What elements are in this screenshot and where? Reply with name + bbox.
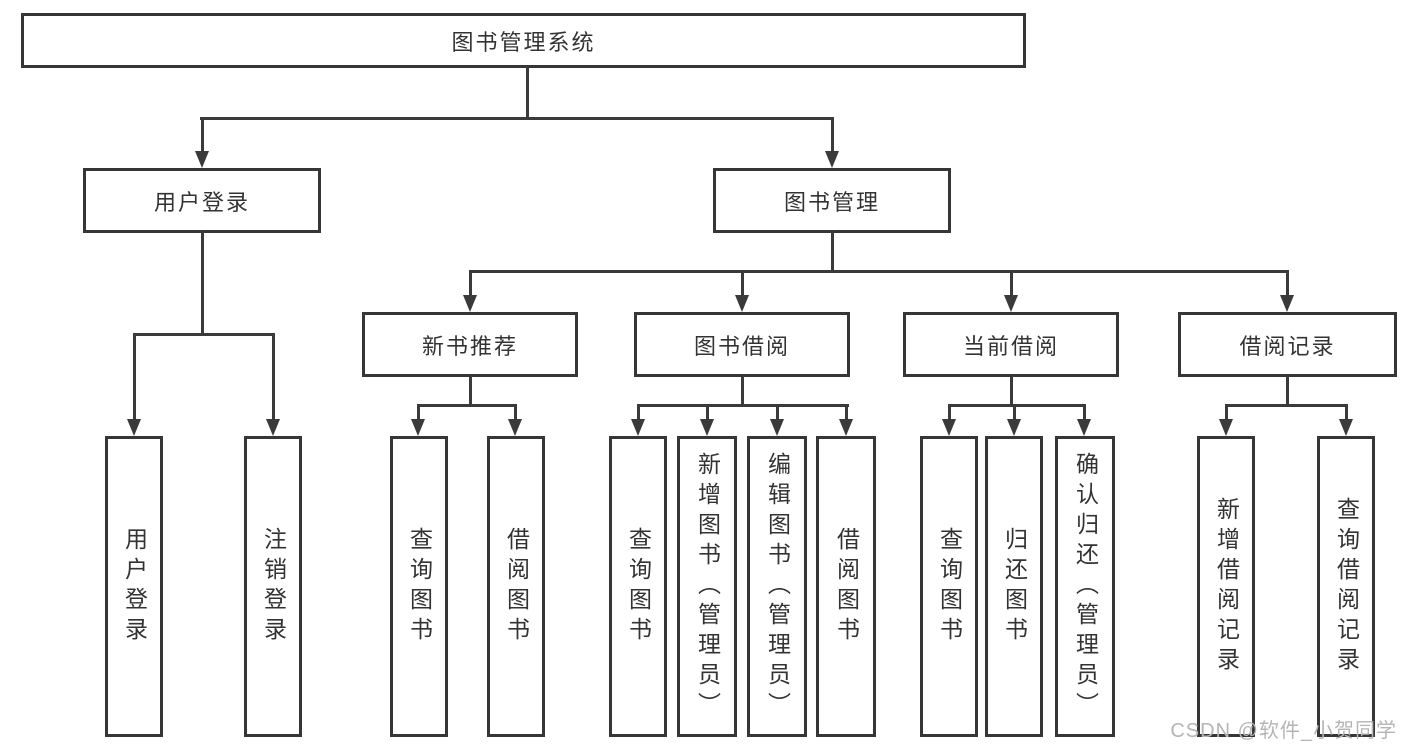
leaf-borrow-edit-books-admin: 编辑图书（管理员） [747, 436, 807, 737]
connector-book-management-stem [831, 230, 834, 273]
leaf-current-confirm-return-admin: 确认归还（管理员） [1055, 436, 1115, 737]
connector-drop-current-return [1013, 404, 1016, 420]
connector-drop-recommend-borrow [514, 404, 517, 420]
node-user-login: 用户登录 [83, 168, 321, 233]
arrowhead-recommend-borrow [508, 419, 522, 436]
connector-records-stem [1286, 375, 1289, 406]
connector-drop-leaf-user-login [133, 333, 136, 420]
node-library-system: 图书管理系统 [21, 13, 1026, 68]
leaf-recommend-borrow-books: 借阅图书 [487, 436, 545, 737]
arrowhead-borrow-records [1280, 295, 1294, 312]
connector-user-login-crossbar [133, 333, 275, 336]
leaf-user-login: 用户登录 [105, 436, 163, 737]
connector-drop-records-add [1225, 404, 1228, 420]
connector-drop-borrow-records [1286, 270, 1289, 296]
connector-borrow-crossbar [637, 404, 849, 407]
node-borrow-records: 借阅记录 [1178, 312, 1397, 377]
arrowhead-book-borrow [735, 295, 749, 312]
arrowhead-new-book-recommend [463, 295, 477, 312]
connector-user-login-stem [201, 230, 204, 335]
csdn-watermark: CSDN @软件_小贺同学 [1170, 720, 1397, 742]
arrowhead-records-query [1339, 419, 1353, 436]
arrowhead-current-borrow [1004, 295, 1018, 312]
node-current-borrow: 当前借阅 [903, 312, 1119, 377]
leaf-borrow-add-books-admin: 新增图书（管理员） [677, 436, 737, 737]
leaf-borrow-borrow-books: 借阅图书 [816, 436, 876, 737]
arrowhead-borrow-add [700, 419, 714, 436]
node-new-book-recommend: 新书推荐 [362, 312, 578, 377]
connector-root-stem [526, 66, 529, 120]
leaf-logout: 注销登录 [244, 436, 302, 737]
arrowhead-current-query [942, 419, 956, 436]
connector-current-crossbar [948, 404, 1086, 407]
arrowhead-recommend-query [411, 419, 425, 436]
connector-drop-borrow-query [637, 404, 640, 420]
connector-borrow-stem [741, 375, 744, 406]
connector-drop-borrow-borrow [845, 404, 848, 420]
connector-drop-book-management [831, 117, 834, 153]
connector-drop-borrow-add [706, 404, 709, 420]
connector-drop-user-login [201, 117, 204, 153]
connector-drop-borrow-edit [776, 404, 779, 420]
arrowhead-current-confirm [1077, 419, 1091, 436]
connector-drop-recommend-query [417, 404, 420, 420]
connector-recommend-stem [469, 375, 472, 406]
connector-drop-records-query [1345, 404, 1348, 420]
leaf-borrow-query-books: 查询图书 [609, 436, 667, 737]
arrowhead-borrow-query [631, 419, 645, 436]
node-book-management: 图书管理 [713, 168, 951, 233]
node-book-borrow: 图书借阅 [634, 312, 850, 377]
arrowhead-book-management [825, 151, 839, 168]
connector-drop-current-query [948, 404, 951, 420]
connector-drop-current-borrow [1010, 270, 1013, 296]
connector-drop-current-confirm [1083, 404, 1086, 420]
connector-drop-new-book-recommend [469, 270, 472, 296]
connector-drop-leaf-logout [272, 333, 275, 420]
connector-drop-book-borrow [741, 270, 744, 296]
arrowhead-borrow-edit [770, 419, 784, 436]
arrowhead-leaf-logout [266, 419, 280, 436]
arrowhead-current-return [1007, 419, 1021, 436]
arrowhead-leaf-user-login [127, 419, 141, 436]
leaf-current-query-books: 查询图书 [920, 436, 978, 737]
leaf-recommend-query-books: 查询图书 [390, 436, 448, 737]
connector-book-management-crossbar [469, 270, 1289, 273]
leaf-current-return-books: 归还图书 [985, 436, 1043, 737]
arrowhead-user-login [195, 151, 209, 168]
leaf-records-query-record: 查询借阅记录 [1317, 436, 1375, 737]
connector-records-crossbar [1225, 404, 1348, 407]
leaf-records-add-record: 新增借阅记录 [1197, 436, 1255, 737]
connector-current-stem [1010, 375, 1013, 406]
arrowhead-records-add [1219, 419, 1233, 436]
connector-recommend-crossbar [417, 404, 517, 407]
arrowhead-borrow-borrow [839, 419, 853, 436]
connector-root-crossbar [200, 117, 834, 120]
